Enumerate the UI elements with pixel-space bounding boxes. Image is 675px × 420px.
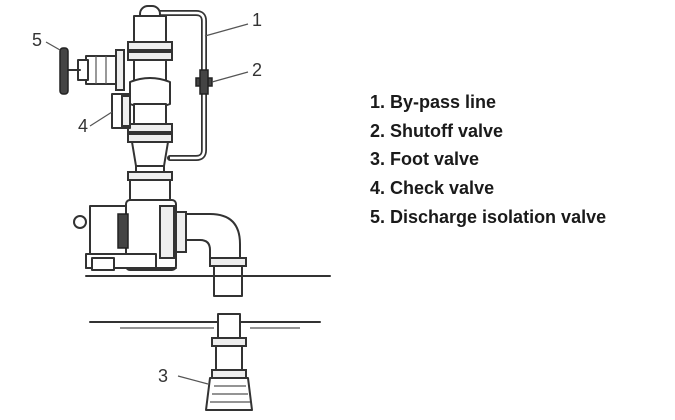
legend-item-bypass-line: 1. By-pass line — [370, 92, 497, 112]
discharge-column — [127, 5, 173, 181]
floor-lines — [85, 275, 331, 329]
callout-2: 2 — [252, 60, 262, 80]
legend: 1. By-pass line 2. Shutoff valve 3. Foot… — [370, 88, 606, 232]
check-valve — [111, 93, 131, 129]
callout-3: 3 — [158, 366, 168, 386]
legend-item-discharge-isolation-valve: 5. Discharge isolation valve — [370, 206, 607, 227]
pump-unit — [73, 179, 177, 271]
suction-elbow — [175, 211, 247, 297]
shutoff-valve — [195, 69, 213, 95]
foot-valve — [205, 313, 253, 411]
legend-item-check-valve: 4. Check valve — [370, 178, 495, 199]
callout-4: 4 — [78, 116, 88, 136]
legend-item-foot-valve: 3. Foot valve — [370, 149, 480, 170]
leader-lines — [45, 23, 249, 385]
discharge-isolation-valve — [59, 47, 125, 95]
legend-item-shutoff-valve: 2. Shutoff valve — [370, 120, 504, 141]
callout-5: 5 — [32, 30, 42, 50]
callout-1: 1 — [252, 10, 262, 30]
